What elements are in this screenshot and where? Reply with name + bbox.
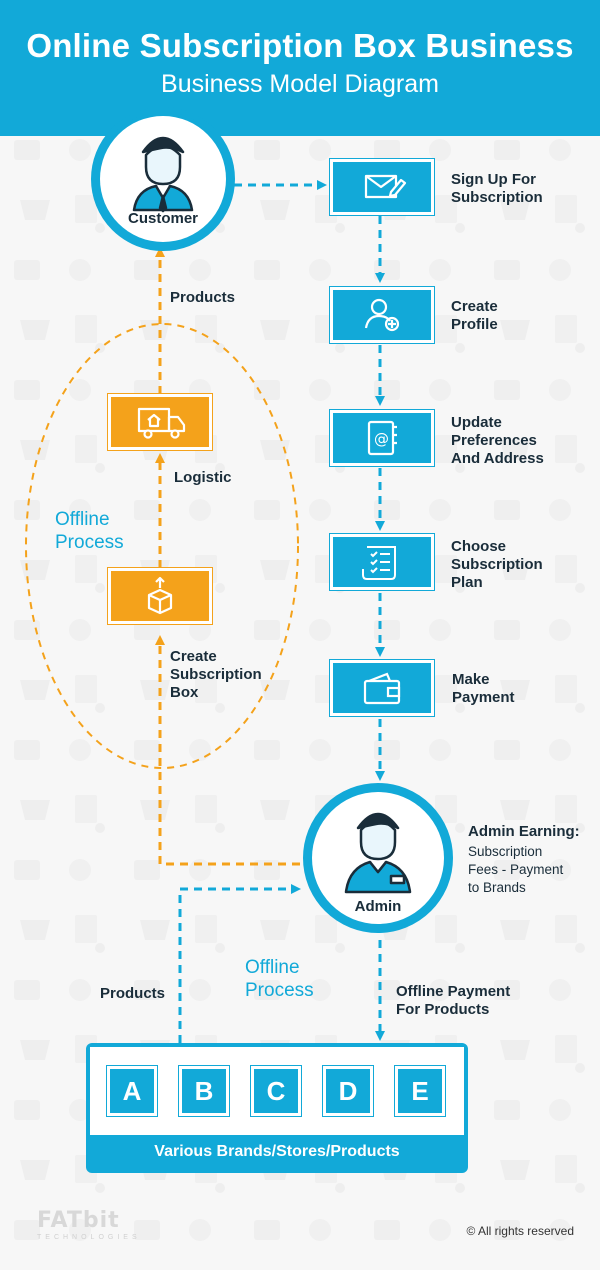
step-plan-box	[330, 534, 434, 590]
customer-icon	[132, 136, 194, 213]
logistic-box	[108, 394, 212, 450]
step-preferences-label: Update Preferences And Address	[451, 414, 544, 467]
brands-caption: Various Brands/Stores/Products	[154, 1143, 400, 1160]
create-box-box	[108, 568, 212, 624]
step-preferences-box: @	[330, 410, 434, 466]
offline-process-label-bottom: Offline Process	[245, 957, 314, 1001]
customer-node: Customer	[91, 107, 235, 251]
admin-node: Admin	[303, 783, 453, 933]
svg-text:@: @	[374, 430, 389, 448]
delivery-truck-icon	[137, 407, 186, 439]
offline-ellipse	[25, 323, 299, 769]
arrow-brands-to-admin	[178, 884, 301, 1043]
logistic-label: Logistic	[174, 469, 232, 486]
step-profile-label: Create Profile	[451, 298, 498, 333]
address-book-icon: @	[367, 420, 397, 456]
offline-payment-label: Offline Payment For Products	[396, 983, 511, 1018]
step-profile-box	[330, 287, 434, 343]
admin-icon	[344, 812, 412, 894]
step-plan-label: Choose Subscription Plan	[451, 538, 543, 591]
wallet-icon	[363, 672, 401, 705]
brands-panel: A B C D E Various Brands/Stores/Products	[86, 1043, 468, 1173]
logo-main: FATbit	[37, 1208, 120, 1233]
logo-sub: TECHNOLOGIES	[37, 1234, 141, 1241]
step-signup-label: Sign Up For Subscription	[451, 171, 543, 206]
brand-e: E	[395, 1066, 445, 1116]
create-box-label: Create Subscription Box	[170, 648, 262, 701]
fatbit-logo: FATbit TECHNOLOGIES	[37, 1208, 141, 1241]
customer-label: Customer	[127, 210, 198, 227]
admin-earning-title: Admin Earning:	[468, 823, 580, 840]
checklist-icon	[362, 546, 396, 580]
brand-d: D	[323, 1066, 373, 1116]
products-label-top: Products	[170, 289, 236, 306]
header-banner: Online Subscription Box Business Busines…	[0, 0, 600, 136]
copyright-text: © All rights reserved	[466, 1224, 574, 1238]
step-payment-box	[330, 660, 434, 716]
admin-label: Admin	[354, 898, 402, 915]
step-payment-label: Make Payment	[452, 671, 515, 706]
brands-strip: A B C D E	[90, 1047, 464, 1135]
arrow-admin-to-box	[155, 635, 300, 866]
diagram-title: Online Subscription Box Business	[26, 27, 574, 64]
envelope-pen-icon	[364, 174, 407, 199]
brand-c: C	[251, 1066, 301, 1116]
offline-process-label-top: Offline Process	[55, 509, 124, 553]
products-label-bottom: Products	[100, 985, 166, 1002]
box-up-icon	[147, 576, 173, 615]
diagram-subtitle: Business Model Diagram	[161, 70, 439, 98]
admin-earning-text: Subscription Fees - Payment to Brands	[468, 844, 564, 895]
step-signup-box	[330, 159, 434, 215]
user-add-icon	[364, 298, 400, 332]
brand-b: B	[179, 1066, 229, 1116]
brand-a: A	[107, 1066, 157, 1116]
